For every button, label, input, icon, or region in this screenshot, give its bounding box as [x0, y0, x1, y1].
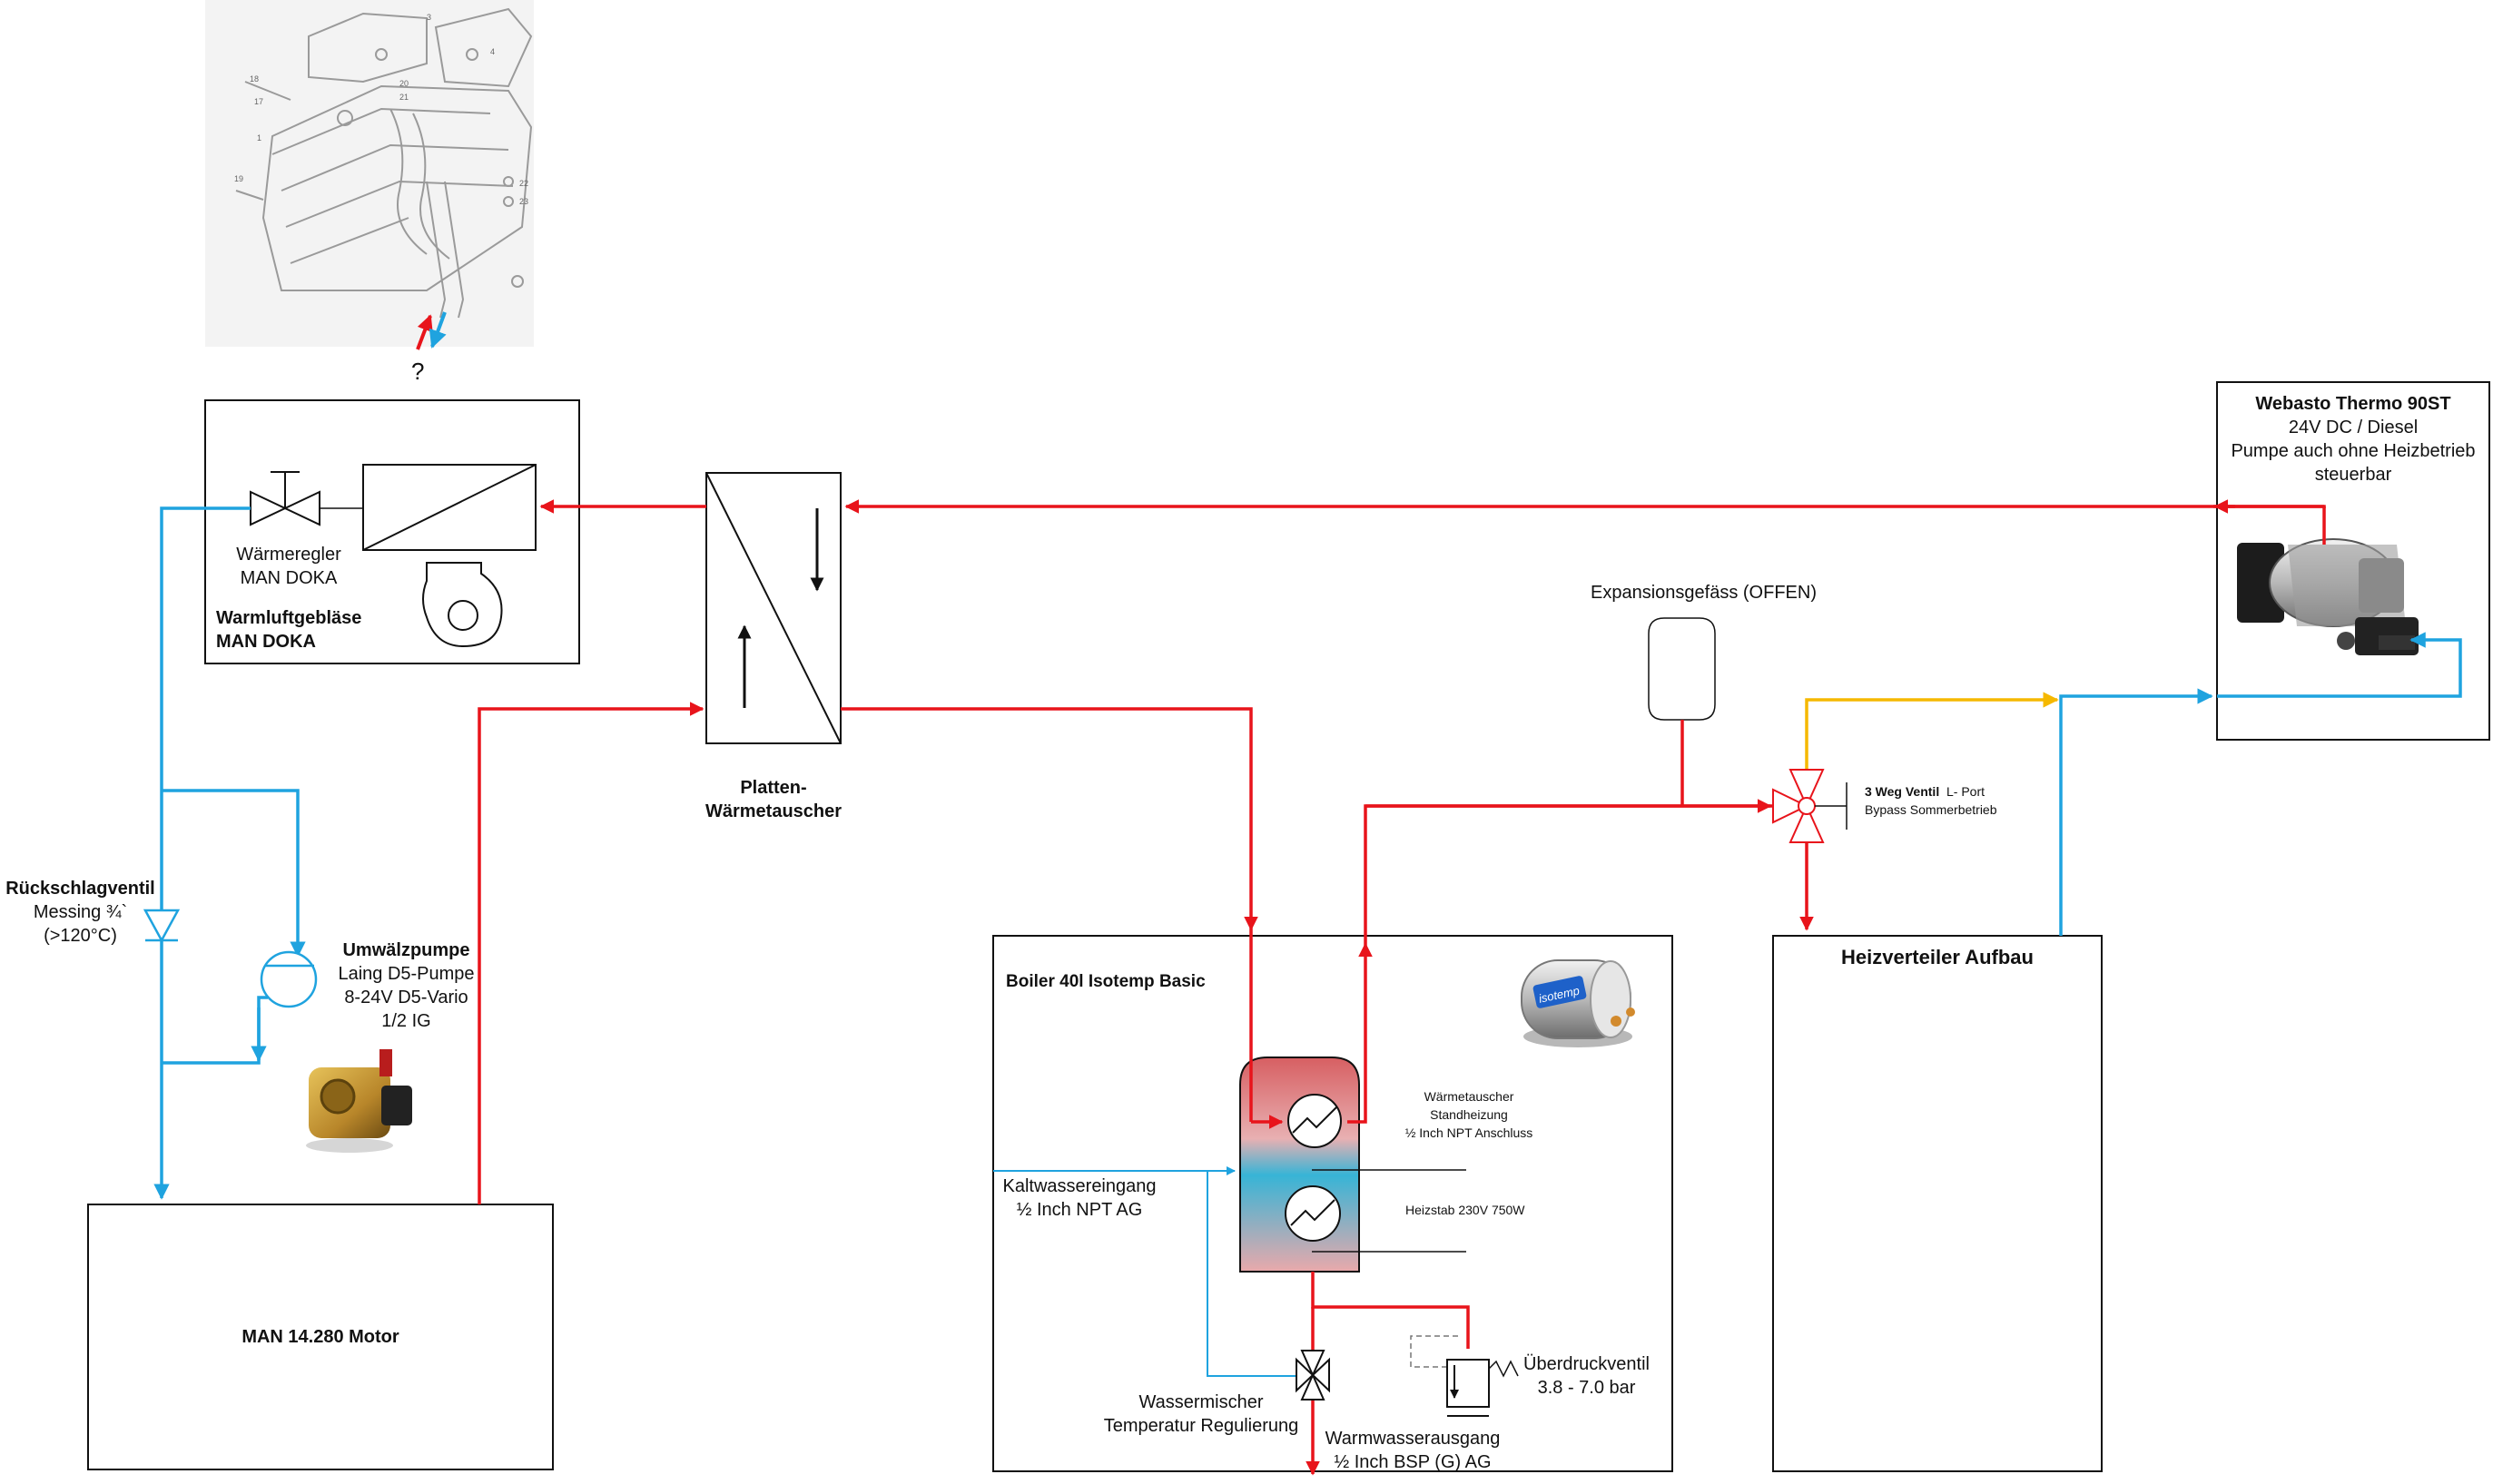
kaltwasser-label: Kaltwassereingang ½ Inch NPT AG: [995, 1174, 1164, 1222]
ueberdruckventil-label: Überdruckventil 3.8 - 7.0 bar: [1512, 1352, 1661, 1400]
boiler-title: Boiler 40l Isotemp Basic: [1006, 972, 1206, 991]
webasto-line-4: steuerbar: [2314, 465, 2392, 485]
warmluft-line-1: Warmluftgebläse: [216, 608, 362, 628]
waermeregler-label: Wärmeregler MAN DOKA: [225, 543, 352, 590]
wassermischer-label: Wassermischer Temperatur Regulierung: [1088, 1391, 1315, 1438]
dreiwegeventil-icon[interactable]: [1772, 769, 1848, 843]
warmluft-line-2: MAN DOKA: [216, 632, 316, 652]
pump-title: Umwälzpumpe: [342, 940, 470, 960]
svg-text:19: 19: [234, 174, 243, 183]
bypass-line: [1805, 692, 2059, 770]
rueckschlagventil-label: Rückschlagventil Messing ¾` (>120°C): [5, 877, 155, 948]
svg-text:23: 23: [519, 197, 528, 206]
hot-water-lines: [478, 499, 2326, 1476]
ventil-line-2: Bypass Sommerbetrieb: [1865, 802, 1997, 817]
pump-line-2: Laing D5-Pumpe: [338, 964, 475, 984]
heating-element-coil-icon: [1285, 1185, 1341, 1242]
rueck-title: Rückschlagventil: [5, 879, 155, 899]
mischer-line-1: Wassermischer: [1138, 1392, 1264, 1412]
ventil-line-1: 3 Weg Ventil L- Port: [1865, 782, 1997, 801]
svg-text:20: 20: [399, 79, 409, 88]
wassermischer-icon[interactable]: [1296, 1350, 1330, 1400]
boiler-tank: [1239, 1056, 1466, 1273]
platten-line-1: Platten-: [740, 778, 807, 798]
dreiwegeventil-label: 3 Weg Ventil L- Port Bypass Sommerbetrie…: [1865, 782, 1997, 819]
ueber-line-2: 3.8 - 7.0 bar: [1537, 1378, 1636, 1398]
ventil-name: 3 Weg Ventil: [1865, 784, 1940, 799]
warmluftgeblaese-label: Warmluftgebläse MAN DOKA: [216, 606, 361, 654]
plattenwaermetauscher-label: Platten- Wärmetauscher: [683, 776, 864, 823]
mischer-line-2: Temperatur Regulierung: [1103, 1416, 1299, 1436]
svg-text:18: 18: [250, 74, 259, 84]
waermeregler-line-2: MAN DOKA: [240, 568, 338, 588]
ueberdruckventil-icon[interactable]: [1410, 1335, 1519, 1417]
rueckschlagventil-icon[interactable]: [143, 909, 181, 943]
ventil-port: L- Port: [1939, 784, 1986, 799]
webasto-label: Webasto Thermo 90ST 24V DC / Diesel Pump…: [2217, 392, 2489, 486]
platten-waermetauscher: [705, 472, 842, 744]
boiler-cold-water-lines: [993, 1166, 1296, 1377]
question-mark-label: ?: [411, 358, 425, 385]
kalt-line-1: Kaltwassereingang: [1002, 1176, 1157, 1196]
svg-text:3: 3: [427, 13, 431, 22]
ueber-line-1: Überdruckventil: [1523, 1354, 1650, 1374]
umwaelzpumpe-icon[interactable]: [260, 950, 318, 1008]
heater-exploded-drawing: 18 17 1 19 20 21 22 23 3 4: [205, 0, 534, 350]
svg-text:17: 17: [254, 97, 263, 106]
rueck-line-2: Messing ¾`: [33, 902, 128, 922]
svg-text:22: 22: [519, 179, 528, 188]
webasto-line-3: Pumpe auch ohne Heizbetrieb: [2231, 441, 2476, 461]
heat-exchanger-coil-icon: [1287, 1094, 1342, 1148]
pump-product-image: [306, 1049, 412, 1153]
motor-box: [87, 1204, 554, 1470]
webasto-title: Webasto Thermo 90ST: [2255, 394, 2451, 414]
warm-line-1: Warmwasserausgang: [1325, 1429, 1501, 1449]
svg-text:4: 4: [490, 47, 495, 56]
blower-icon: [422, 562, 503, 648]
heizverteiler-label: Heizverteiler Aufbau: [1841, 946, 2034, 968]
expansion-label: Expansionsgefäss (OFFEN): [1591, 583, 1817, 603]
waermetauscher-label: Wärmetauscher Standheizung ½ Inch NPT An…: [1378, 1087, 1560, 1142]
kalt-line-2: ½ Inch NPT AG: [1016, 1200, 1143, 1220]
boiler-product-image: isotemp: [1521, 959, 1635, 1047]
heizstab-label: Heizstab 230V 750W: [1405, 1203, 1525, 1217]
waermeregler-line-1: Wärmeregler: [236, 545, 341, 565]
motor-label: MAN 14.280 Motor: [241, 1327, 399, 1347]
warmluftgeblaese-box: [204, 399, 580, 664]
expansion-vessel: [1648, 617, 1716, 721]
cold-water-lines: [153, 506, 2462, 1200]
umwaelzpumpe-label: Umwälzpumpe Laing D5-Pumpe 8-24V D5-Vari…: [336, 939, 477, 1033]
rueck-line-3: (>120°C): [44, 926, 117, 946]
svg-text:1: 1: [257, 133, 261, 143]
webasto-line-2: 24V DC / Diesel: [2288, 418, 2419, 437]
wt-line-2: Standheizung: [1430, 1107, 1508, 1122]
pump-line-4: 1/2 IG: [381, 1011, 431, 1031]
waermeregler-valve[interactable]: [250, 471, 320, 526]
platten-line-2: Wärmetauscher: [705, 801, 842, 821]
warmwasser-label: Warmwasserausgang ½ Inch BSP (G) AG: [1322, 1427, 1503, 1474]
wt-line-3: ½ Inch NPT Anschluss: [1404, 1125, 1533, 1140]
heizverteiler-box: [1772, 935, 2103, 1472]
webasto-heater-image: [2237, 538, 2419, 655]
warm-line-2: ½ Inch BSP (G) AG: [1334, 1452, 1492, 1472]
svg-text:21: 21: [399, 93, 409, 102]
wt-line-1: Wärmetauscher: [1424, 1089, 1514, 1104]
pump-line-3: 8-24V D5-Vario: [344, 988, 468, 1007]
